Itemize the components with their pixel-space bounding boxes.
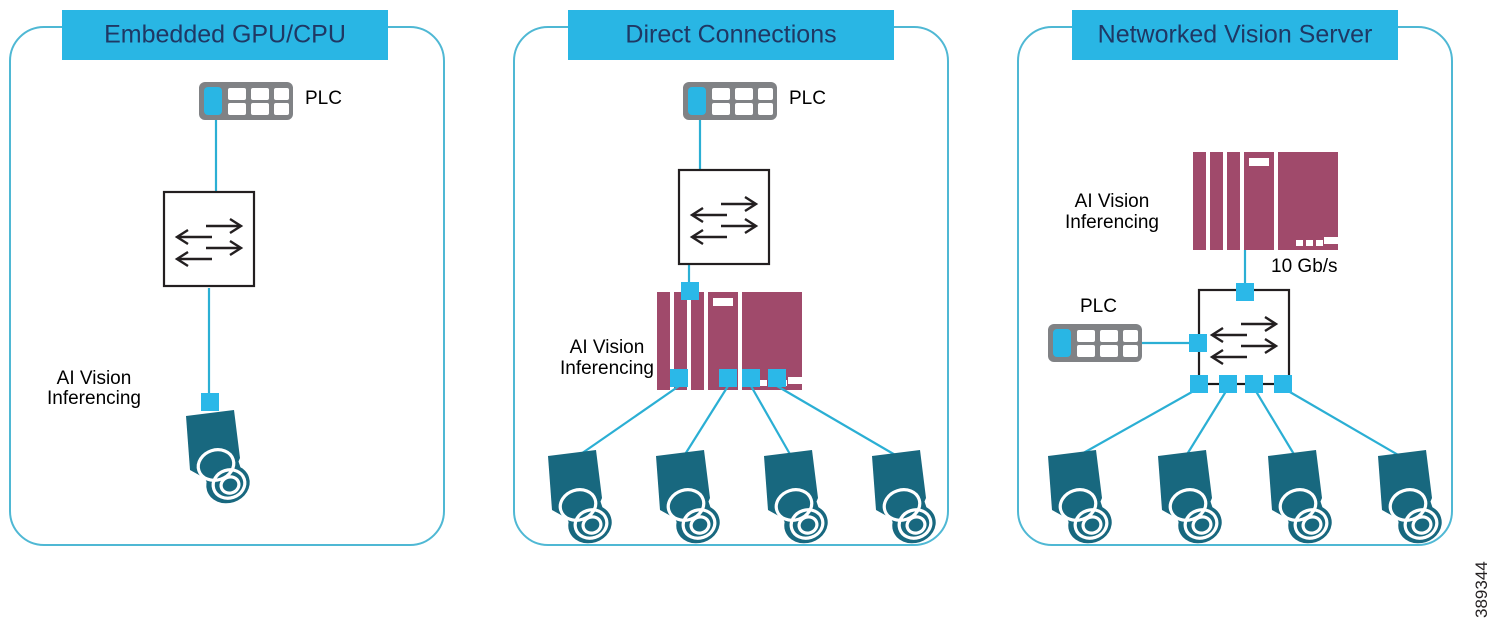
link-switch-to-camera-1 xyxy=(1077,387,1200,457)
plc-icon xyxy=(1048,324,1142,362)
vision-camera-icon xyxy=(184,408,257,511)
plc-label: PLC xyxy=(789,88,826,109)
vision-camera-icon xyxy=(762,448,835,551)
link-speed-label: 10 Gb/s xyxy=(1271,256,1338,277)
network-port-connector-icon xyxy=(719,369,737,387)
network-switch-icon xyxy=(1197,288,1291,386)
network-port-connector-icon xyxy=(1245,375,1263,393)
network-port-connector-icon xyxy=(670,369,688,387)
panel-embedded-gpu-cpu: Embedded GPU/CPU PLC AI Vision Inferenci… xyxy=(9,10,445,546)
network-port-connector-icon xyxy=(1219,375,1237,393)
network-port-connector-icon xyxy=(1274,375,1292,393)
plc-label: PLC xyxy=(1080,296,1117,317)
figure-number: 389344 xyxy=(1472,561,1491,618)
panel-networked-vision-server: Networked Vision Server AI Vision Infere… xyxy=(1017,10,1453,551)
panel-title-embedded-gpu-cpu: Embedded GPU/CPU xyxy=(104,21,346,49)
network-port-connector-icon xyxy=(1189,334,1207,352)
inferencing-label-line1: AI Vision xyxy=(1075,191,1150,212)
link-switch-to-camera-2 xyxy=(1185,387,1229,457)
link-server-to-camera-2 xyxy=(683,385,729,457)
network-port-connector-icon xyxy=(742,369,760,387)
vision-camera-icon xyxy=(1376,448,1449,551)
plc-icon xyxy=(683,82,777,120)
vision-camera-icon xyxy=(870,448,943,551)
plc-icon xyxy=(199,82,293,120)
network-switch-icon xyxy=(162,190,256,288)
vision-camera-icon xyxy=(1046,448,1119,551)
network-port-connector-icon xyxy=(681,282,699,300)
link-server-to-camera-4 xyxy=(776,385,898,457)
inferencing-label-line2: Inferencing xyxy=(47,388,141,409)
network-port-connector-icon xyxy=(768,369,786,387)
panel-direct-connections: Direct Connections PLC AI Vision Infer xyxy=(513,10,949,551)
link-server-to-camera-3 xyxy=(750,385,792,457)
network-port-connector-icon xyxy=(201,393,219,411)
server-rack-icon xyxy=(1193,152,1338,250)
link-switch-to-camera-4 xyxy=(1282,387,1401,457)
link-switch-to-camera-3 xyxy=(1253,387,1296,457)
vision-camera-icon xyxy=(1266,448,1339,551)
network-port-connector-icon xyxy=(1190,375,1208,393)
vision-camera-icon xyxy=(546,448,619,551)
network-port-connector-icon xyxy=(1236,283,1254,301)
inferencing-label-line2: Inferencing xyxy=(560,358,654,379)
vision-camera-icon xyxy=(1156,448,1229,551)
vision-camera-icon xyxy=(654,448,727,551)
inferencing-label-line1: AI Vision xyxy=(570,337,645,358)
network-switch-icon xyxy=(677,168,771,266)
plc-label: PLC xyxy=(305,88,342,109)
panel-header-background xyxy=(568,10,894,60)
panel-header-background xyxy=(62,10,388,60)
inferencing-label-line2: Inferencing xyxy=(1065,212,1159,233)
panel-header-background xyxy=(1072,10,1398,60)
inferencing-label-line1: AI Vision xyxy=(57,368,132,389)
panel-title-direct-connections: Direct Connections xyxy=(625,21,836,49)
panel-title-networked-vision-server: Networked Vision Server xyxy=(1098,21,1373,49)
link-server-to-camera-1 xyxy=(577,385,680,457)
